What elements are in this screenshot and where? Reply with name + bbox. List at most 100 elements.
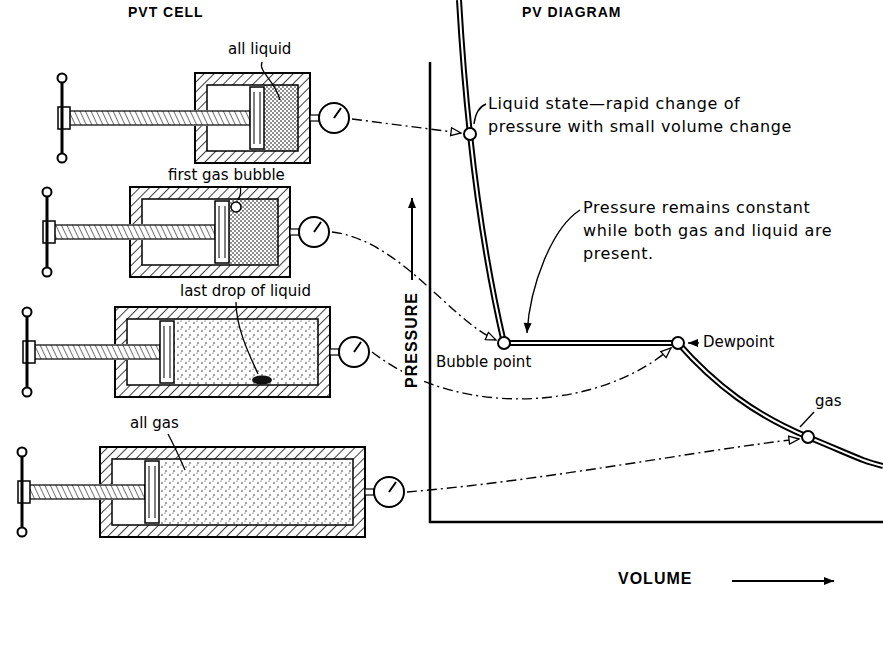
pvt-cell xyxy=(28,485,145,499)
pvt-cell xyxy=(18,447,405,537)
pvt-cell xyxy=(254,92,255,144)
pvt-cell xyxy=(252,376,272,385)
pvt-cell xyxy=(299,217,329,247)
pvt-cell xyxy=(18,448,27,457)
dash-dot-leader xyxy=(407,439,799,492)
pvt-cell xyxy=(112,459,353,525)
section-heading: PV DIAGRAM xyxy=(522,4,621,20)
pvt-cell xyxy=(219,206,220,258)
cell-label: last drop of liquid xyxy=(180,282,311,300)
callout-leader xyxy=(800,412,814,427)
pvt-cell xyxy=(58,154,67,163)
state-point xyxy=(464,128,476,140)
dash-dot-leader xyxy=(332,119,799,492)
pvt-cell xyxy=(23,341,35,363)
pvt-cell xyxy=(23,308,32,317)
pvt-cell xyxy=(43,188,52,197)
pvt-cell xyxy=(159,459,353,525)
pvt-cell xyxy=(264,85,298,151)
pvt-cell xyxy=(310,115,319,121)
pvt-cell xyxy=(354,342,361,352)
pvt-cell xyxy=(68,111,250,125)
pvt-cell xyxy=(58,73,350,163)
axis xyxy=(429,521,883,524)
axis-arrow xyxy=(411,198,413,280)
pvt-cell xyxy=(250,87,264,149)
pvt-cell xyxy=(53,225,215,239)
dash-dot-leader xyxy=(352,119,461,133)
curve-label: gas xyxy=(815,392,842,411)
pvt-cell xyxy=(61,82,64,154)
cell-label: first gas bubble xyxy=(168,166,285,184)
pvt-cell xyxy=(46,196,49,268)
pvt-cell xyxy=(374,477,404,507)
point-label: Dewpoint xyxy=(703,333,774,352)
cell-label: all gas xyxy=(130,414,179,432)
pvt-cell xyxy=(225,206,226,258)
pvt-cell xyxy=(290,229,299,235)
leader-line xyxy=(168,62,280,470)
axis-label: PRESSURE xyxy=(402,288,422,392)
callout-note: Pressure remains constant while both gas… xyxy=(583,196,858,265)
cell-label: all liquid xyxy=(228,40,291,58)
axis-arrow xyxy=(732,580,834,582)
pvt-cell xyxy=(43,268,52,277)
pvt-cell xyxy=(339,337,369,367)
pvt-cell xyxy=(314,222,321,232)
state-point xyxy=(464,128,814,443)
pvt-cell xyxy=(160,321,174,383)
pv-curve xyxy=(459,0,883,466)
pv-curve xyxy=(459,0,883,466)
pvt-cell xyxy=(231,202,241,212)
leader-line xyxy=(261,62,280,100)
leader-line xyxy=(236,302,258,374)
pvt-cell xyxy=(215,201,229,263)
state-point xyxy=(802,431,814,443)
pvt-cell xyxy=(58,107,70,129)
state-point xyxy=(672,337,684,349)
pvt-cell xyxy=(334,108,341,118)
section-heading: PVT CELL xyxy=(128,4,204,20)
axis-label: VOLUME xyxy=(618,570,692,588)
pvt-cell xyxy=(28,485,145,499)
pvt-cell xyxy=(18,528,27,537)
pvt-cell xyxy=(330,349,339,355)
pvt-cell xyxy=(145,461,159,523)
point-label: Bubble point xyxy=(436,353,531,372)
pvt-cell xyxy=(18,481,30,503)
pvt-cell xyxy=(389,482,396,492)
pvt-cell xyxy=(319,103,349,133)
callout-leader xyxy=(474,104,486,124)
pvt-cell xyxy=(23,388,32,397)
pvt-cell xyxy=(21,456,24,528)
axis xyxy=(429,62,432,523)
callout-leader xyxy=(474,104,814,427)
pvt-cell xyxy=(174,319,318,385)
pvt-cell xyxy=(229,199,278,265)
callout-note: Liquid state—rapid change of pressure wi… xyxy=(488,92,803,138)
pvt-cell xyxy=(33,345,160,359)
pvt-cell xyxy=(164,326,165,378)
callout-leader xyxy=(688,342,699,343)
pvt-cell xyxy=(365,489,374,495)
pvt-cell xyxy=(33,345,160,359)
pvt-cell xyxy=(170,326,171,378)
state-point xyxy=(498,337,510,349)
axis xyxy=(429,62,883,523)
leader-line xyxy=(238,186,241,200)
pvt-cell xyxy=(43,221,55,243)
pvt-cell xyxy=(23,307,370,397)
callout-leader xyxy=(527,210,580,333)
pvt-cell xyxy=(149,466,150,518)
pvt-cell xyxy=(155,466,156,518)
pvt-cell xyxy=(260,92,261,144)
pvt-cell xyxy=(26,316,29,388)
pvt-cell xyxy=(58,74,67,83)
pvt-cell xyxy=(43,187,330,277)
pv-curve xyxy=(459,0,883,466)
pvt-cell xyxy=(53,225,215,239)
pvt-cell xyxy=(68,111,250,125)
leader-line xyxy=(168,434,185,470)
